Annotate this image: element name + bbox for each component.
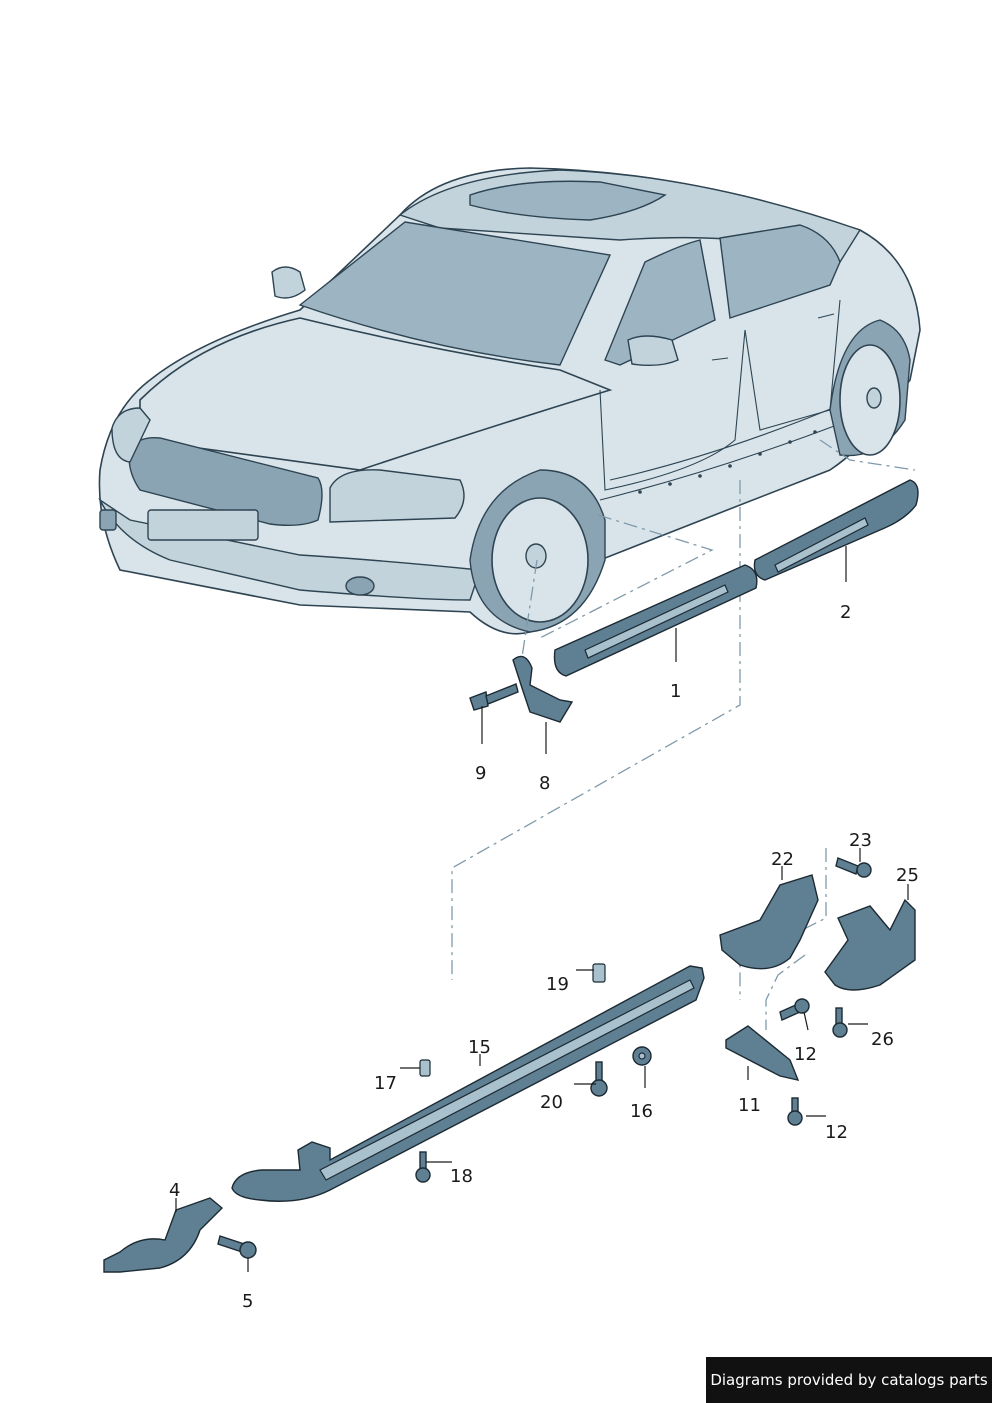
footer-text: Diagrams provided by catalogs parts	[710, 1371, 988, 1389]
callout-1: 1	[670, 681, 681, 702]
part-22-bracket	[719, 874, 819, 970]
callout-8: 8	[539, 773, 550, 794]
callout-26: 26	[871, 1029, 894, 1050]
part-18-screw	[415, 1151, 431, 1183]
callout-11: 11	[738, 1095, 761, 1116]
callout-9: 9	[475, 763, 486, 784]
part-23-bolt	[835, 857, 872, 878]
callout-22: 22	[771, 849, 794, 870]
callout-17: 17	[374, 1073, 397, 1094]
part-12-screws	[779, 998, 810, 1126]
callout-20: 20	[540, 1092, 563, 1113]
car-illustration	[98, 167, 921, 635]
part-26-screw	[832, 1007, 848, 1038]
callout-23: 23	[849, 830, 872, 851]
callout-5: 5	[242, 1291, 253, 1312]
callout-25: 25	[896, 865, 919, 886]
callout-2: 2	[840, 602, 851, 623]
part-1-sill-trim-front	[553, 564, 758, 677]
part-4-end-piece	[103, 1197, 224, 1273]
callout-12-lower: 12	[825, 1122, 848, 1143]
callout-16: 16	[630, 1101, 653, 1122]
callout-labels: 1 2 9 8 23 22 25 19 26 15 12 17 20 11 16…	[169, 602, 919, 1312]
sill-rivets	[638, 430, 817, 494]
part-17-clip	[419, 1059, 431, 1077]
part-8-bracket	[512, 655, 574, 723]
callout-12-upper: 12	[794, 1044, 817, 1065]
part-15-side-member	[231, 965, 705, 1202]
callout-15: 15	[468, 1037, 491, 1058]
part-16-nut	[632, 1046, 652, 1066]
part-20-screw	[590, 1061, 608, 1097]
callout-18: 18	[450, 1166, 473, 1187]
part-9-bolt	[469, 683, 519, 711]
part-19-clip	[592, 963, 606, 983]
callout-4: 4	[169, 1180, 180, 1201]
part-11-bracket	[725, 1025, 800, 1081]
part-25-cover	[824, 898, 916, 991]
part-2-sill-trim-rear	[753, 479, 919, 581]
attribution-footer: Diagrams provided by catalogs parts	[706, 1357, 992, 1403]
callout-19: 19	[546, 974, 569, 995]
leader-lines	[175, 546, 909, 1272]
part-5-screw	[217, 1235, 257, 1259]
